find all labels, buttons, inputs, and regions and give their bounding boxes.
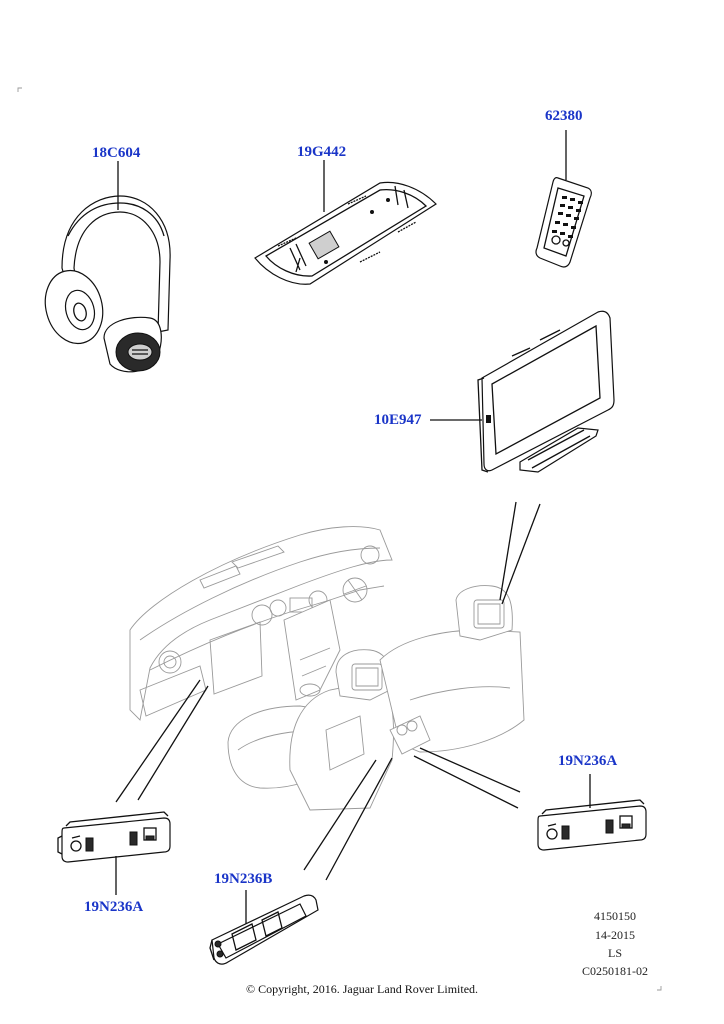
crop-mark-top-left bbox=[17, 87, 22, 92]
rear-seat-screen-illustration[interactable] bbox=[477, 310, 615, 473]
illustration-code: LS bbox=[607, 946, 622, 960]
leader-line-screen-headrest-2 bbox=[501, 503, 541, 605]
leader-line-left-2 bbox=[137, 685, 209, 801]
part-label-headphones[interactable]: 18C604 bbox=[92, 145, 141, 161]
part-label-connector-right[interactable]: 19N236A bbox=[558, 753, 618, 769]
illustration-number: 4150150 bbox=[594, 909, 636, 923]
remote-control-illustration[interactable] bbox=[535, 177, 592, 268]
leader-line-right-2 bbox=[413, 755, 519, 809]
console-tray-illustration[interactable] bbox=[254, 181, 437, 285]
leader-line-screen-headrest-1 bbox=[499, 501, 517, 601]
leader-line-center-2 bbox=[325, 757, 393, 881]
copyright-notice: © Copyright, 2016. Jaguar Land Rover Lim… bbox=[245, 982, 479, 996]
connector-center-illustration[interactable] bbox=[209, 894, 319, 965]
illustration-reference: C0250181-02 bbox=[582, 964, 648, 978]
leader-line-center-1 bbox=[303, 759, 377, 871]
part-label-tray[interactable]: 19G442 bbox=[297, 144, 347, 160]
leader-line-right-1 bbox=[419, 747, 521, 793]
part-label-remote[interactable]: 62380 bbox=[545, 108, 583, 124]
connector-left-illustration[interactable] bbox=[57, 811, 171, 863]
part-label-connector-center[interactable]: 19N236B bbox=[214, 871, 273, 887]
crop-mark-bottom-right bbox=[657, 986, 662, 991]
leader-line-left-1 bbox=[115, 679, 201, 803]
illustration-date: 14-2015 bbox=[595, 928, 635, 942]
connector-right-illustration[interactable] bbox=[537, 799, 647, 851]
headphones-illustration[interactable] bbox=[37, 195, 171, 373]
part-label-connector-left[interactable]: 19N236A bbox=[84, 899, 144, 915]
vehicle-interior-ghost bbox=[129, 526, 525, 811]
part-label-screen[interactable]: 10E947 bbox=[374, 412, 422, 428]
